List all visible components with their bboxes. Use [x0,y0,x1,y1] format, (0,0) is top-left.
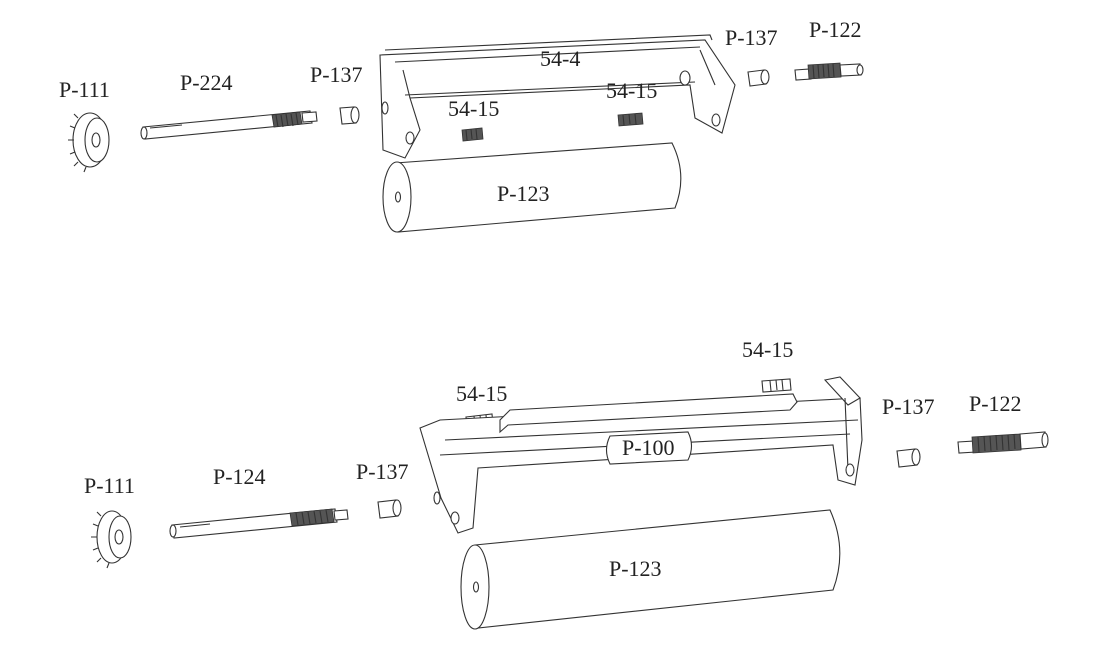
bottom-axle-right-label: P-122 [969,391,1022,416]
bottom-shaft-label: P-124 [213,464,266,489]
bottom-setscrew-right-label: 54-15 [742,337,793,362]
top-bushing-right-label: P-137 [725,25,778,50]
bottom-frame-label: P-100 [622,435,675,460]
top-setscrew-left-part [461,127,484,142]
top-bushing-left-part [339,106,360,125]
bottom-bushing-left-label: P-137 [356,459,409,484]
top-sprocket-part [68,112,110,173]
bottom-bushing-right-label: P-137 [882,394,935,419]
top-shaft-part [140,110,318,140]
top-axle-right-label: P-122 [809,17,862,42]
bottom-bushing-left-part [377,499,402,519]
bottom-sprocket-label: P-111 [84,473,135,498]
bottom-setscrew-right-part [761,378,792,393]
bottom-bushing-right-part [896,448,921,468]
bottom-shaft-part [169,508,349,539]
top-roller-label: P-123 [497,181,550,206]
bottom-roller-part [460,509,841,630]
bottom-assembly: P-111 P-124 P-137 54-15 54-15 P-100 P-13… [84,337,1049,630]
top-assembly: P-111 P-224 P-137 54-4 54-15 54-15 P-137… [59,17,864,233]
top-roller-part [382,142,682,233]
top-setscrew-right-label: 54-15 [606,78,657,103]
top-bushing-left-label: P-137 [310,62,363,87]
top-axle-right-part [794,62,864,81]
top-bushing-right-part [747,69,770,87]
bottom-sprocket-part [91,510,132,569]
bottom-axle-right-part [957,431,1049,454]
bottom-roller-label: P-123 [609,556,662,581]
top-sprocket-label: P-111 [59,77,110,102]
bottom-frame-part [419,376,863,534]
top-frame-part [379,34,736,159]
top-shaft-label: P-224 [180,70,233,95]
top-setscrew-left-label: 54-15 [448,96,499,121]
top-frame-label: 54-4 [540,46,580,71]
top-setscrew-right-part [617,112,644,127]
bottom-setscrew-left-label: 54-15 [456,381,507,406]
